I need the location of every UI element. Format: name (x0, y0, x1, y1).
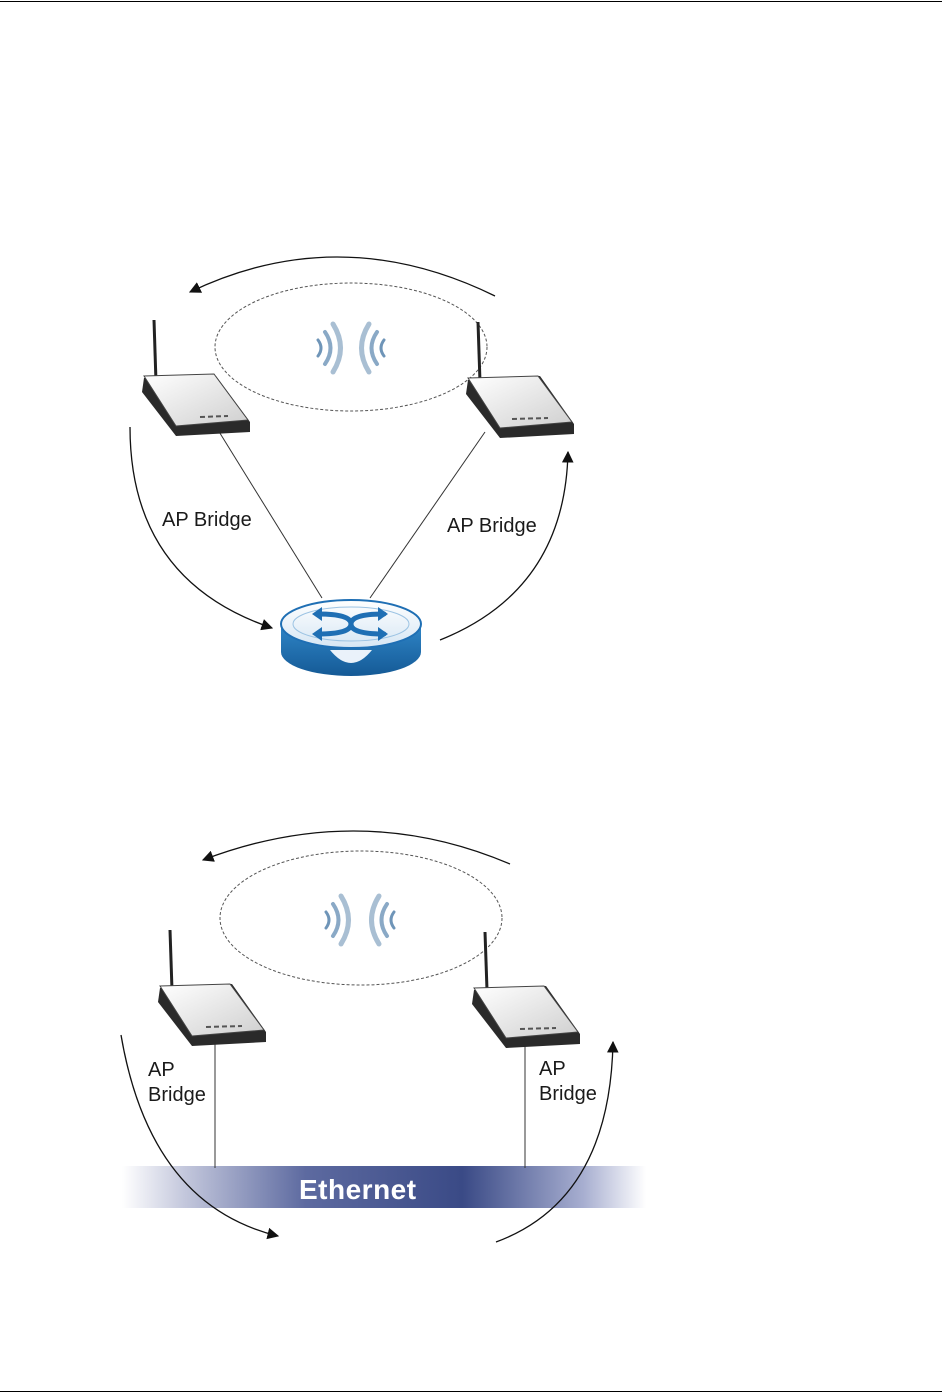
ap-label-line: AP (148, 1058, 228, 1083)
access-point-icon (472, 932, 580, 1048)
flow-arrow-top (190, 257, 495, 296)
bridge-label-line: Bridge (539, 1082, 619, 1107)
access-point-icon (466, 322, 574, 438)
ap-bridge-label-left: AP Bridge (162, 508, 252, 533)
access-point-icon (158, 930, 266, 1046)
ap-bridge-label-right: AP Bridge (539, 1057, 619, 1107)
ap-bridge-label-left: AP Bridge (148, 1058, 228, 1108)
flow-arrow-top (203, 831, 510, 864)
ap-bridge-label-right: AP Bridge (447, 514, 537, 539)
wireless-link-ellipse (220, 851, 502, 985)
wireless-wave-icon (318, 324, 384, 372)
diagram-switch-bridge: AP Bridge AP Bridge (0, 0, 942, 700)
wireless-wave-icon (326, 896, 394, 944)
ethernet-label: Ethernet (299, 1174, 417, 1206)
flow-arrow-right (440, 452, 568, 640)
footer-rule (0, 1391, 942, 1392)
wireless-link-ellipse (215, 283, 487, 411)
diagram-ethernet-bridge: AP Bridge AP Bridge Ethernet (0, 700, 942, 1260)
ap-label-line: AP (539, 1057, 619, 1082)
bridge-label-line: Bridge (148, 1083, 228, 1108)
access-point-icon (142, 320, 250, 436)
switch-icon (281, 600, 421, 676)
